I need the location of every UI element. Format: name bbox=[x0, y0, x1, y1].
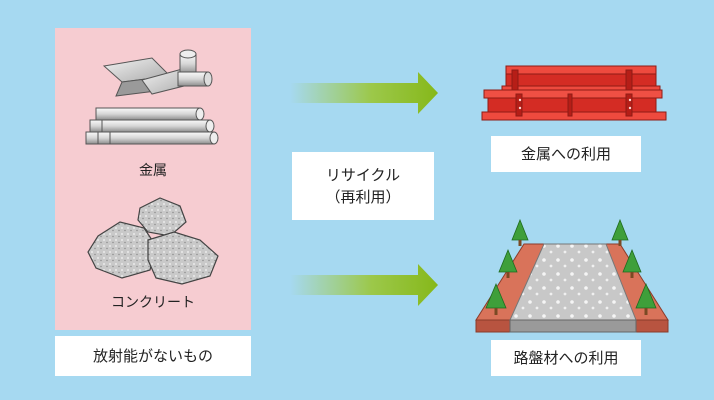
road-base-icon bbox=[475, 218, 669, 333]
recycle-subtitle: （再利用） bbox=[325, 188, 401, 206]
metal-use-box: 金属への利用 bbox=[491, 136, 641, 172]
arrow-to-metal-icon bbox=[290, 72, 438, 114]
metal-label: 金属 bbox=[139, 163, 167, 179]
concrete-label: コンクリート bbox=[111, 295, 195, 311]
recycle-title: リサイクル bbox=[325, 165, 401, 184]
recycle-box: リサイクル （再利用） bbox=[292, 152, 434, 220]
tree-left bbox=[485, 218, 529, 315]
steel-beams-icon bbox=[481, 65, 667, 121]
arrow-to-road-icon bbox=[290, 264, 438, 306]
concrete-rubble-icon bbox=[87, 197, 219, 285]
metal-scrap-icon bbox=[85, 49, 219, 145]
source-caption: 放射能がないもの bbox=[55, 336, 251, 376]
road-use-box: 路盤材への利用 bbox=[491, 340, 641, 376]
